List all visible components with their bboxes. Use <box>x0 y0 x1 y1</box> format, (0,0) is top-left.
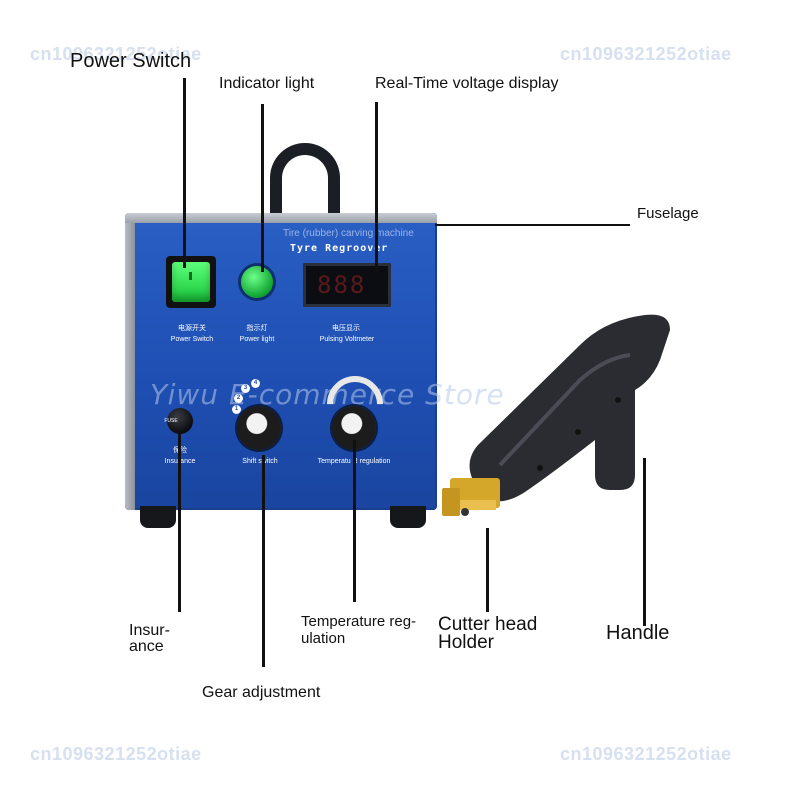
voltage-display: 888 <box>303 263 391 307</box>
power-label-en: Power Switch <box>170 336 214 343</box>
machine-title: Tyre Regroover <box>290 243 389 254</box>
voltage-display-digits: 888 <box>317 271 367 299</box>
callout-power-switch: Power Switch <box>70 50 192 72</box>
machine-top-panel <box>125 213 437 223</box>
handle-screw-1 <box>537 465 543 471</box>
gear-knob[interactable] <box>237 406 281 450</box>
cutter-blade-holder <box>460 500 496 510</box>
cutter-head-clamp <box>442 488 460 516</box>
fuse-mark: FUSE <box>164 418 178 424</box>
fuse-holder[interactable]: FUSE <box>164 408 193 434</box>
callout-temperature-1: Temperature reg- <box>301 613 417 630</box>
power-switch[interactable] <box>166 256 216 308</box>
volt-label-cn: 电压显示 <box>332 325 360 332</box>
power-switch-rocker <box>172 262 210 302</box>
cutter-screw <box>461 508 469 516</box>
store-watermark: Yiwu E-commerce Store <box>150 378 505 411</box>
indicator-light <box>241 266 273 298</box>
handle-body <box>469 314 670 502</box>
callout-cutter-head-2: Holder <box>438 632 494 653</box>
callout-insurance-2: ance <box>129 638 164 655</box>
handle-screw-3 <box>615 397 621 403</box>
light-label-en: Power light <box>239 336 275 343</box>
watermark-top-left: cn1096321252otiae <box>30 44 202 64</box>
gear-number-4: 4 <box>251 379 260 388</box>
power-switch-mark <box>189 272 192 280</box>
handle-highlight <box>498 353 631 467</box>
insurance-line <box>178 430 181 612</box>
callout-fuselage: Fuselage <box>637 205 699 222</box>
cutter-handle-tool <box>442 314 670 516</box>
callout-handle: Handle <box>606 622 670 644</box>
gear-label-en: Shift switch <box>242 458 278 465</box>
top-carry-handle <box>270 143 340 217</box>
power-switch-line <box>183 78 186 268</box>
machine-foot-right <box>390 506 426 528</box>
callout-temperature-2: ulation <box>301 630 346 647</box>
volt-label-en: Pulsing Voltmeter <box>319 336 375 343</box>
machine-side-panel <box>125 213 135 510</box>
callout-voltage-display: Real-Time voltage display <box>375 75 559 92</box>
cutter-head-line <box>486 528 489 612</box>
machine-foot-left <box>140 506 176 528</box>
temperature-line <box>353 440 356 602</box>
handle-line <box>643 458 646 626</box>
gear-number-2: 2 <box>234 394 243 403</box>
voltage-display-line <box>375 102 378 272</box>
machine-subtitle: Tire (rubber) carving machine <box>283 228 414 239</box>
light-label-cn: 指示灯 <box>246 325 268 332</box>
callout-gear-adjustment: Gear adjustment <box>202 684 321 701</box>
watermark-top-right: cn1096321252otiae <box>560 44 732 64</box>
gear-number-3: 3 <box>241 384 250 393</box>
handle-screw-2 <box>575 429 581 435</box>
callout-indicator-light: Indicator light <box>219 75 315 92</box>
power-label-cn: 电源开关 <box>178 325 206 332</box>
callout-cutter-head-1: Cutter head <box>438 614 538 635</box>
gear-adjustment-line <box>262 455 265 667</box>
fuselage-line <box>435 224 630 226</box>
watermark-bottom-right: cn1096321252otiae <box>560 744 732 764</box>
callout-insurance-1: Insur- <box>129 622 170 639</box>
indicator-light-line <box>261 104 264 272</box>
gear-number-1: 1 <box>232 405 241 414</box>
watermark-bottom-left: cn1096321252otiae <box>30 744 202 764</box>
